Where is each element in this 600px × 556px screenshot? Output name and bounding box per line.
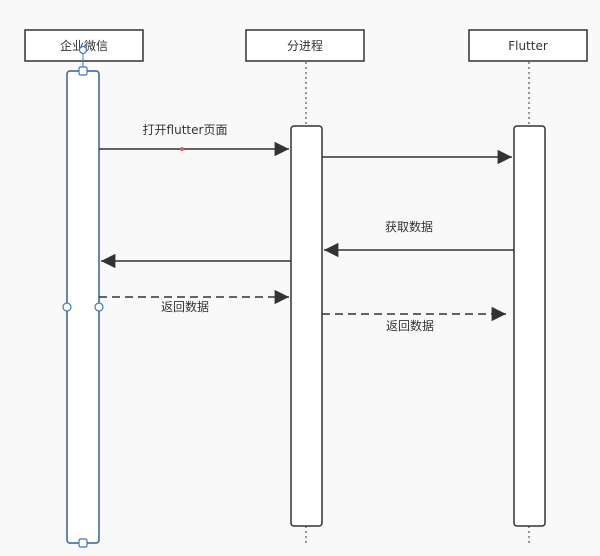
resize-handle-bottom[interactable] bbox=[78, 538, 88, 548]
activation-bar-subprocess[interactable] bbox=[290, 125, 323, 527]
participant-wecom-box[interactable] bbox=[24, 29, 144, 62]
participant-subprocess-label: 分进程 bbox=[287, 38, 323, 53]
participant-flutter-box[interactable] bbox=[468, 29, 588, 62]
participant-wecom-label: 企业微信 bbox=[60, 38, 108, 53]
participant-wecom[interactable]: 企业微信 bbox=[24, 29, 144, 62]
participant-flutter-label: Flutter bbox=[508, 39, 548, 53]
label-return-data-2: 返回数据 bbox=[386, 318, 434, 333]
label-open-flutter-page: 打开flutter页面 bbox=[143, 123, 228, 137]
activation-bar-wecom[interactable] bbox=[66, 70, 100, 544]
connection-point-dot bbox=[180, 147, 184, 151]
message-get-data[interactable]: 获取数据 bbox=[324, 219, 514, 258]
resize-handle-left[interactable] bbox=[62, 302, 72, 312]
activation-bar-flutter[interactable] bbox=[513, 125, 546, 527]
message-return-data-1[interactable]: 返回数据 bbox=[99, 289, 289, 314]
label-get-data: 获取数据 bbox=[385, 219, 433, 234]
message-open-flutter-page[interactable]: 打开flutter页面 bbox=[99, 123, 289, 157]
resize-handle-right[interactable] bbox=[94, 302, 104, 312]
message-return-data-2[interactable]: 返回数据 bbox=[322, 306, 506, 333]
resize-handle-top[interactable] bbox=[78, 66, 88, 76]
label-return-data-1: 返回数据 bbox=[161, 299, 209, 314]
rotate-handle[interactable] bbox=[78, 45, 88, 55]
participant-subprocess[interactable]: 分进程 bbox=[245, 29, 365, 62]
participant-subprocess-box[interactable] bbox=[245, 29, 365, 62]
participant-flutter[interactable]: Flutter bbox=[468, 29, 588, 62]
